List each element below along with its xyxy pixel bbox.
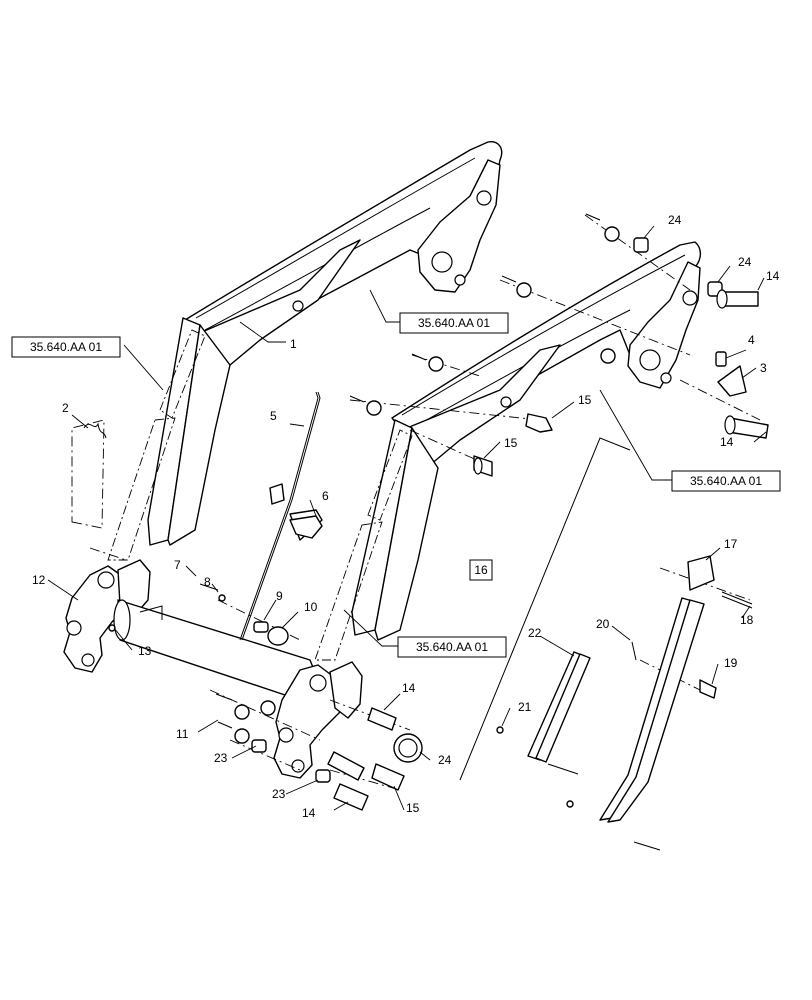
kit-box-16 (469, 559, 493, 581)
ref-box-right (671, 470, 781, 492)
callout-17: 17 (724, 537, 738, 551)
callout-14-b: 14 (302, 806, 316, 820)
callout-1: 1 (290, 337, 297, 351)
callout-15-b: 15 (578, 393, 592, 407)
ref-box-top (399, 312, 509, 334)
callout-16: 16 (474, 563, 488, 577)
callout-3: 3 (760, 361, 767, 375)
callout-4: 4 (748, 333, 755, 347)
callout-22: 22 (528, 626, 542, 640)
left-loader-arm (63, 141, 503, 701)
callout-11: 11 (176, 727, 189, 741)
ref-text-bottom: 35.640.AA 01 (416, 640, 488, 654)
callout-2: 2 (62, 401, 69, 415)
reference-labels: 35.640.AA 01 35.640.AA 01 35.640.AA 01 3… (11, 312, 781, 658)
callout-8: 8 (204, 575, 211, 589)
ref-box-bottom (397, 636, 507, 658)
ref-text-left: 35.640.AA 01 (30, 340, 102, 354)
callout-21: 21 (518, 700, 532, 714)
leader-lines (47, 225, 767, 811)
callout-14-a: 14 (402, 681, 416, 695)
callout-24-b: 24 (668, 213, 682, 227)
callout-23-b: 23 (272, 787, 286, 801)
callout-7: 7 (174, 558, 181, 572)
brace-kit-16 (459, 437, 753, 851)
callout-14-c: 14 (766, 269, 780, 283)
callout-23-a: 23 (214, 751, 228, 765)
callout-14-d: 14 (720, 435, 734, 449)
callout-20: 20 (596, 617, 610, 631)
ref-text-right: 35.640.AA 01 (690, 474, 762, 488)
callout-6: 6 (322, 489, 329, 503)
callout-15-a: 15 (406, 801, 420, 815)
callout-24-c: 24 (738, 255, 752, 269)
callout-5: 5 (270, 409, 277, 423)
hardware-parts (83, 213, 769, 811)
ref-text-top: 35.640.AA 01 (418, 316, 490, 330)
callout-9: 9 (276, 589, 283, 603)
callout-24-a: 24 (438, 753, 452, 767)
callout-18: 18 (740, 613, 754, 627)
callout-12: 12 (32, 573, 46, 587)
right-loader-arm (273, 241, 702, 779)
callout-13: 13 (138, 644, 152, 658)
callout-15-c: 15 (504, 436, 518, 450)
callout-19: 19 (724, 656, 738, 670)
callout-numbers: 1 2 3 4 5 6 7 8 9 10 11 12 13 14 14 14 1… (32, 213, 780, 820)
callout-10: 10 (304, 600, 318, 614)
ref-box-left (11, 336, 121, 358)
